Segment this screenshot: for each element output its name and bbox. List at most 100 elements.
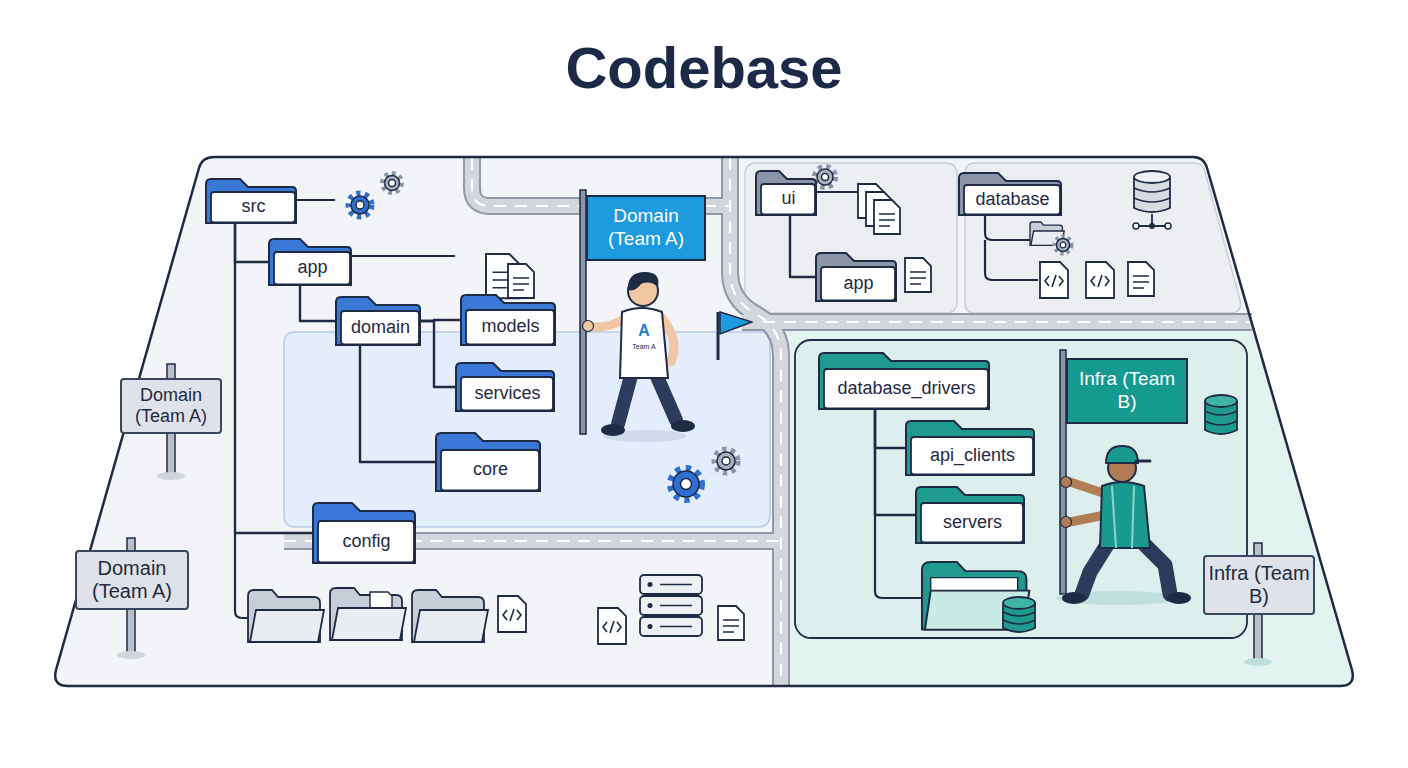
document-icon <box>1128 262 1154 296</box>
folder-label-area: core <box>443 451 538 489</box>
signpost: Infra (Team B) <box>1203 555 1315 615</box>
database-icon <box>1133 171 1171 229</box>
code-file-icon <box>598 608 626 644</box>
signpost-post <box>117 651 145 659</box>
server-rack <box>648 582 653 587</box>
code-file-icon <box>498 596 526 632</box>
code-file-icon <box>498 262 1114 644</box>
document-icon <box>1128 262 1154 296</box>
signpost-post <box>157 472 185 480</box>
database-icon <box>1003 597 1035 632</box>
database-icon <box>1134 171 1170 183</box>
folder-label-area: servers <box>923 504 1022 541</box>
map-region <box>965 163 1241 313</box>
code-file-icon <box>498 596 526 632</box>
tree-wire <box>985 216 1030 240</box>
folder-back <box>461 295 555 345</box>
gear-icon <box>1055 237 1071 253</box>
team-b-person <box>1062 592 1086 604</box>
document-icon <box>874 200 900 234</box>
team-b-person <box>1056 446 1191 605</box>
tree-connector <box>421 321 455 387</box>
folder-icon <box>412 590 488 642</box>
team-b-person <box>1167 592 1191 604</box>
folder-back <box>906 421 1034 475</box>
document-icon <box>508 264 534 298</box>
road <box>284 158 1252 685</box>
folder-icon <box>332 608 406 640</box>
map-region <box>284 163 1353 686</box>
folder-back <box>916 487 1024 543</box>
folder-front <box>824 369 988 409</box>
gear-icon <box>717 452 735 470</box>
road <box>730 158 781 685</box>
gear-icon <box>815 167 835 187</box>
folder-label-area: app <box>276 253 349 283</box>
pennant-flag <box>718 312 752 360</box>
gear-icon <box>671 469 701 499</box>
road <box>742 321 1252 323</box>
folder-box: servers <box>915 486 1025 544</box>
database-icon <box>1149 223 1155 229</box>
database-icon <box>1134 188 1170 202</box>
folder-label: src <box>242 197 266 217</box>
map-region <box>745 163 957 313</box>
map-region <box>795 340 1247 638</box>
tree-connector <box>360 346 435 462</box>
folder-label: services <box>474 384 540 404</box>
gear-icon <box>349 194 371 216</box>
folder-back <box>816 253 896 301</box>
gear-icon <box>1060 242 1066 248</box>
server-rack <box>648 603 653 608</box>
folder-front <box>821 267 895 301</box>
gear-icon <box>715 450 737 472</box>
document-icon <box>1133 276 1149 288</box>
document-icon <box>905 258 931 292</box>
gear-icon <box>681 479 692 490</box>
diagram-title: Codebase <box>0 36 1408 100</box>
gear-icon <box>673 471 699 497</box>
folder-icon <box>248 590 324 642</box>
code-file-icon <box>598 608 626 644</box>
code-file-icon <box>1045 275 1063 287</box>
map-region <box>785 330 1353 686</box>
folder-label-area: api_clients <box>913 438 1032 473</box>
folder-back <box>336 297 420 345</box>
folder-box: api_clients <box>905 420 1035 476</box>
code-file-icon <box>1040 262 1068 298</box>
tree-wire <box>817 191 858 193</box>
tree-wire <box>297 199 335 201</box>
database-icon <box>1133 223 1139 229</box>
folder-front <box>274 252 350 285</box>
folder-front <box>466 310 554 345</box>
tree-connector <box>235 224 268 262</box>
code-file-icon <box>1040 262 1068 298</box>
gear-icon <box>383 174 401 192</box>
code-file-icon <box>503 609 521 621</box>
folder-box: services <box>455 362 555 412</box>
gear-icon <box>356 201 364 209</box>
tree-connector <box>790 216 815 277</box>
folder-label-area: app <box>823 268 894 299</box>
folder-back <box>269 239 351 285</box>
document-icon <box>513 278 529 290</box>
database-icon <box>1003 171 1237 632</box>
folder-box: models <box>460 294 556 346</box>
folder-box: domain <box>335 296 421 346</box>
server-rack <box>660 585 692 627</box>
gear-icon <box>349 194 371 216</box>
road <box>730 158 781 685</box>
folder-front <box>964 185 1060 215</box>
signpost: Domain (Team A) <box>75 550 189 610</box>
document-icon <box>486 184 1154 640</box>
folder-label: servers <box>943 513 1002 533</box>
document-icon <box>718 606 744 640</box>
folder-label: models <box>481 317 539 337</box>
code-file-icon <box>603 621 621 633</box>
database-icon <box>1003 597 1035 609</box>
folder-back <box>456 363 554 411</box>
folder-label: domain <box>351 318 410 338</box>
map-board <box>55 157 1353 686</box>
gear-icon <box>385 176 400 191</box>
folder-label-area: services <box>463 378 552 409</box>
